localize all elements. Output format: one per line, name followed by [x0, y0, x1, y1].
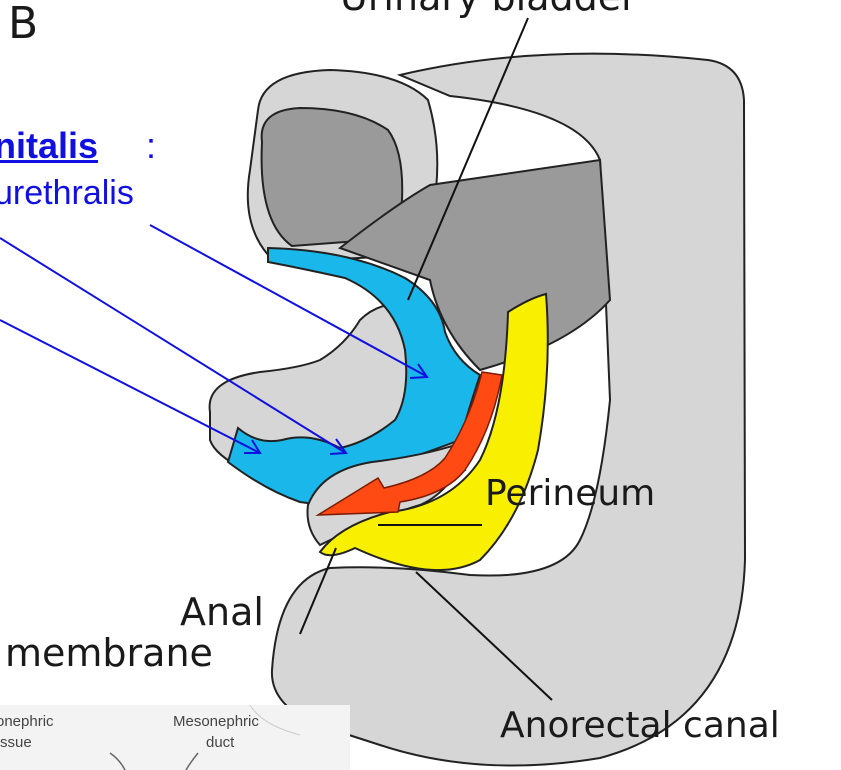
genital-title: nitalis — [0, 128, 98, 164]
annotation-arrow-1 — [0, 238, 344, 452]
anal-membrane-label-line1: Anal — [180, 593, 264, 631]
panel-letter: B — [8, 2, 38, 46]
urinary-bladder-label: Urinary bladder — [340, 0, 637, 16]
perineum-label: Perineum — [485, 476, 655, 512]
genital-colon: : — [146, 128, 156, 164]
inset-lines — [0, 705, 350, 770]
anal-membrane-label-line2: membrane — [5, 634, 213, 672]
anorectal-canal-label: Anorectal canal — [500, 708, 780, 744]
inset-figure: onephric ssue Mesonephric duct — [0, 705, 350, 770]
genital-subtitle: urethralis — [0, 176, 134, 210]
